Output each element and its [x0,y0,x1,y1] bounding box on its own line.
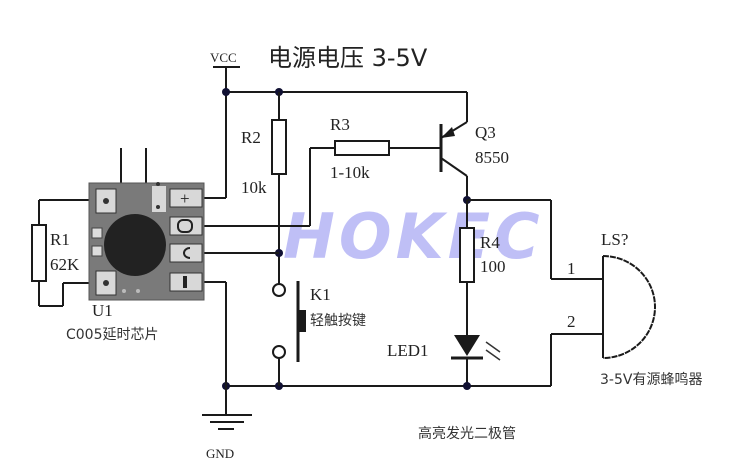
buzzer-ls: LS? 1 2 3-5V有源蜂鸣器 [550,230,702,388]
q3-value: 8550 [475,148,509,167]
supply-voltage-title: 电源电压 3-5V [268,44,428,72]
chip-u1: + U1 C005延时芯片 [66,182,205,343]
svg-text:+: + [180,189,190,208]
q3-ref: Q3 [475,123,496,142]
k1-ref: K1 [310,285,331,304]
gnd-rail [202,281,551,415]
ls-value: 3-5V有源蜂鸣器 [600,371,702,388]
watermark: HOKEC [283,200,544,273]
pin-o [169,216,203,236]
vcc-label: VCC [210,50,237,65]
r4-value: 100 [480,257,506,276]
ls-pin1: 1 [567,259,576,278]
r4-ref: R4 [480,233,500,252]
led-led1: LED1 高亮发光二极管 [387,335,516,442]
k1-value: 轻触按键 [310,313,366,329]
pin-c [169,243,203,263]
vcc-rail [202,88,468,199]
gnd-label: GND [206,446,234,461]
resistor-r2: R2 10k [241,92,287,290]
resistor-r4: R4 100 [459,200,506,335]
resistor-r1: R1 62K [31,199,106,307]
r3-value: 1-10k [330,163,370,182]
pin-plus: + [169,188,203,208]
gnd-symbol: GND [202,414,252,461]
ls-pin2: 2 [567,312,576,331]
resistor-r3: R3 1-10k [309,115,441,226]
vcc-symbol: VCC [210,50,240,92]
r1-ref: R1 [50,230,70,249]
r1-value: 62K [50,255,80,274]
r3-ref: R3 [330,115,350,134]
led1-ref: LED1 [387,341,429,360]
pin-minus [169,272,203,292]
led1-description: 高亮发光二极管 [418,425,516,442]
u1-ref: U1 [92,301,113,320]
r2-ref: R2 [241,128,261,147]
ls-ref: LS? [601,230,628,249]
u1-value: C005延时芯片 [66,327,159,343]
pushbutton-k1[interactable]: K1 轻触按键 [272,249,366,386]
r2-value: 10k [241,178,267,197]
collector-node [463,196,603,280]
transistor-q3: Q3 8550 [439,121,509,200]
